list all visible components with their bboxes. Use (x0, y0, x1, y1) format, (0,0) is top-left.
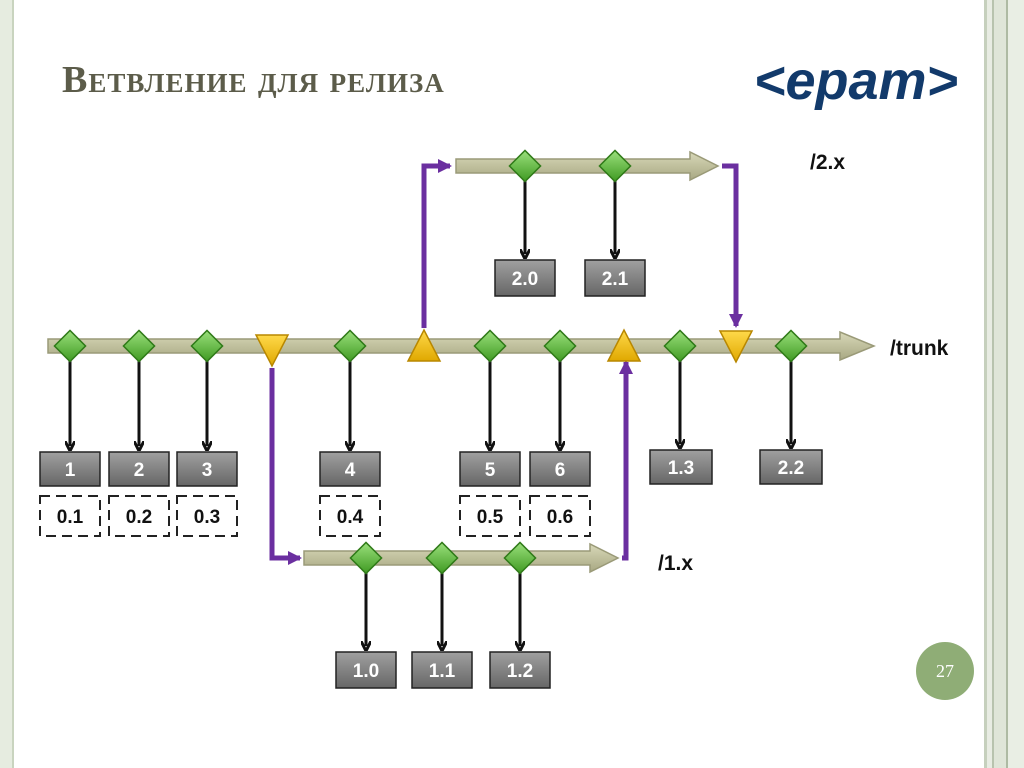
revision-box: 1.0 (335, 651, 397, 689)
commit-marker (598, 149, 632, 183)
epam-logo: <epam> (754, 52, 958, 110)
commit-marker (53, 329, 87, 363)
revision-label: 5 (485, 460, 496, 481)
release1-bar (303, 542, 620, 574)
revision-box: 1.2 (489, 651, 551, 689)
branch-points (254, 328, 754, 368)
page-number-badge: 27 (916, 642, 974, 700)
revision-label: 1 (65, 460, 76, 481)
revision-boxes: 1 2 3 4 5 6 1.3 2.2 2.0 2.1 1.0 1.1 1.2 (39, 259, 823, 689)
commit-markers (53, 149, 808, 575)
revision-label: 1.3 (668, 458, 694, 479)
tag-boxes: 0.1 0.2 0.3 0.4 0.5 0.6 (39, 495, 591, 537)
commit-marker (349, 541, 383, 575)
tag-label: 0.6 (547, 507, 573, 528)
revision-label: 2 (134, 460, 145, 481)
logo-text: <epam> (754, 52, 958, 110)
tag-label: 0.3 (194, 507, 220, 528)
commit-marker (473, 329, 507, 363)
branch-off-marker-2x (406, 328, 442, 362)
revision-label: 4 (345, 460, 356, 481)
commit-marker (543, 329, 577, 363)
revision-label: 1.0 (353, 661, 379, 682)
commit-marker (774, 329, 808, 363)
revision-label: 1.2 (507, 661, 533, 682)
revision-label: 2.1 (602, 269, 629, 290)
commit-marker (190, 329, 224, 363)
revision-box: 4 (319, 451, 381, 487)
merge-back-connector-2x (722, 163, 743, 328)
tag-box: 0.2 (108, 495, 170, 537)
trunk-label: /trunk (890, 337, 949, 360)
revision-box: 6 (529, 451, 591, 487)
commit-marker (663, 329, 697, 363)
release2-branch (455, 150, 720, 182)
page-number: 27 (936, 660, 954, 681)
left-frame-border (0, 0, 14, 768)
revision-label: 2.2 (778, 458, 804, 479)
right-frame-border (980, 0, 1024, 768)
revision-label: 1.1 (429, 661, 456, 682)
revision-box: 2.2 (759, 449, 823, 485)
tag-box: 0.6 (529, 495, 591, 537)
commit-marker (425, 541, 459, 575)
revision-box: 3 (176, 451, 238, 487)
commit-marker (508, 149, 542, 183)
tag-box: 0.3 (176, 495, 238, 537)
commit-marker (503, 541, 537, 575)
release2-label: /2.x (810, 151, 845, 174)
revision-box: 2.1 (584, 259, 646, 297)
tag-box: 0.5 (459, 495, 521, 537)
tag-label: 0.4 (337, 507, 364, 528)
tag-box: 0.1 (39, 495, 101, 537)
branch-off-connector-2x (421, 159, 452, 328)
tag-box: 0.4 (319, 495, 381, 537)
branch-connectors (269, 159, 743, 565)
tag-label: 0.2 (126, 507, 152, 528)
commit-marker (122, 329, 156, 363)
branch-off-marker-1x (254, 334, 290, 368)
release2-bar (455, 150, 720, 182)
release1-branch (303, 542, 620, 574)
tag-label: 0.5 (477, 507, 504, 528)
revision-box: 1.1 (411, 651, 473, 689)
revision-label: 3 (202, 460, 213, 481)
revision-box: 2 (108, 451, 170, 487)
revision-label: 2.0 (512, 269, 538, 290)
revision-label: 6 (555, 460, 566, 481)
commit-arrows (70, 178, 791, 646)
trunk-branch (47, 330, 876, 362)
revision-box: 1.3 (649, 449, 713, 485)
revision-box: 2.0 (494, 259, 556, 297)
merge-marker-1x (606, 328, 642, 362)
revision-box: 1 (39, 451, 101, 487)
merge-marker-2x (718, 330, 754, 364)
branch-off-connector-1x (269, 368, 302, 565)
merge-back-connector-1x (619, 360, 633, 561)
commit-marker (333, 329, 367, 363)
release1-label: /1.x (658, 552, 693, 575)
revision-box: 5 (459, 451, 521, 487)
slide-title: Ветвление для релиза (62, 59, 445, 101)
trunk-bar (47, 330, 876, 362)
tag-label: 0.1 (57, 507, 84, 528)
